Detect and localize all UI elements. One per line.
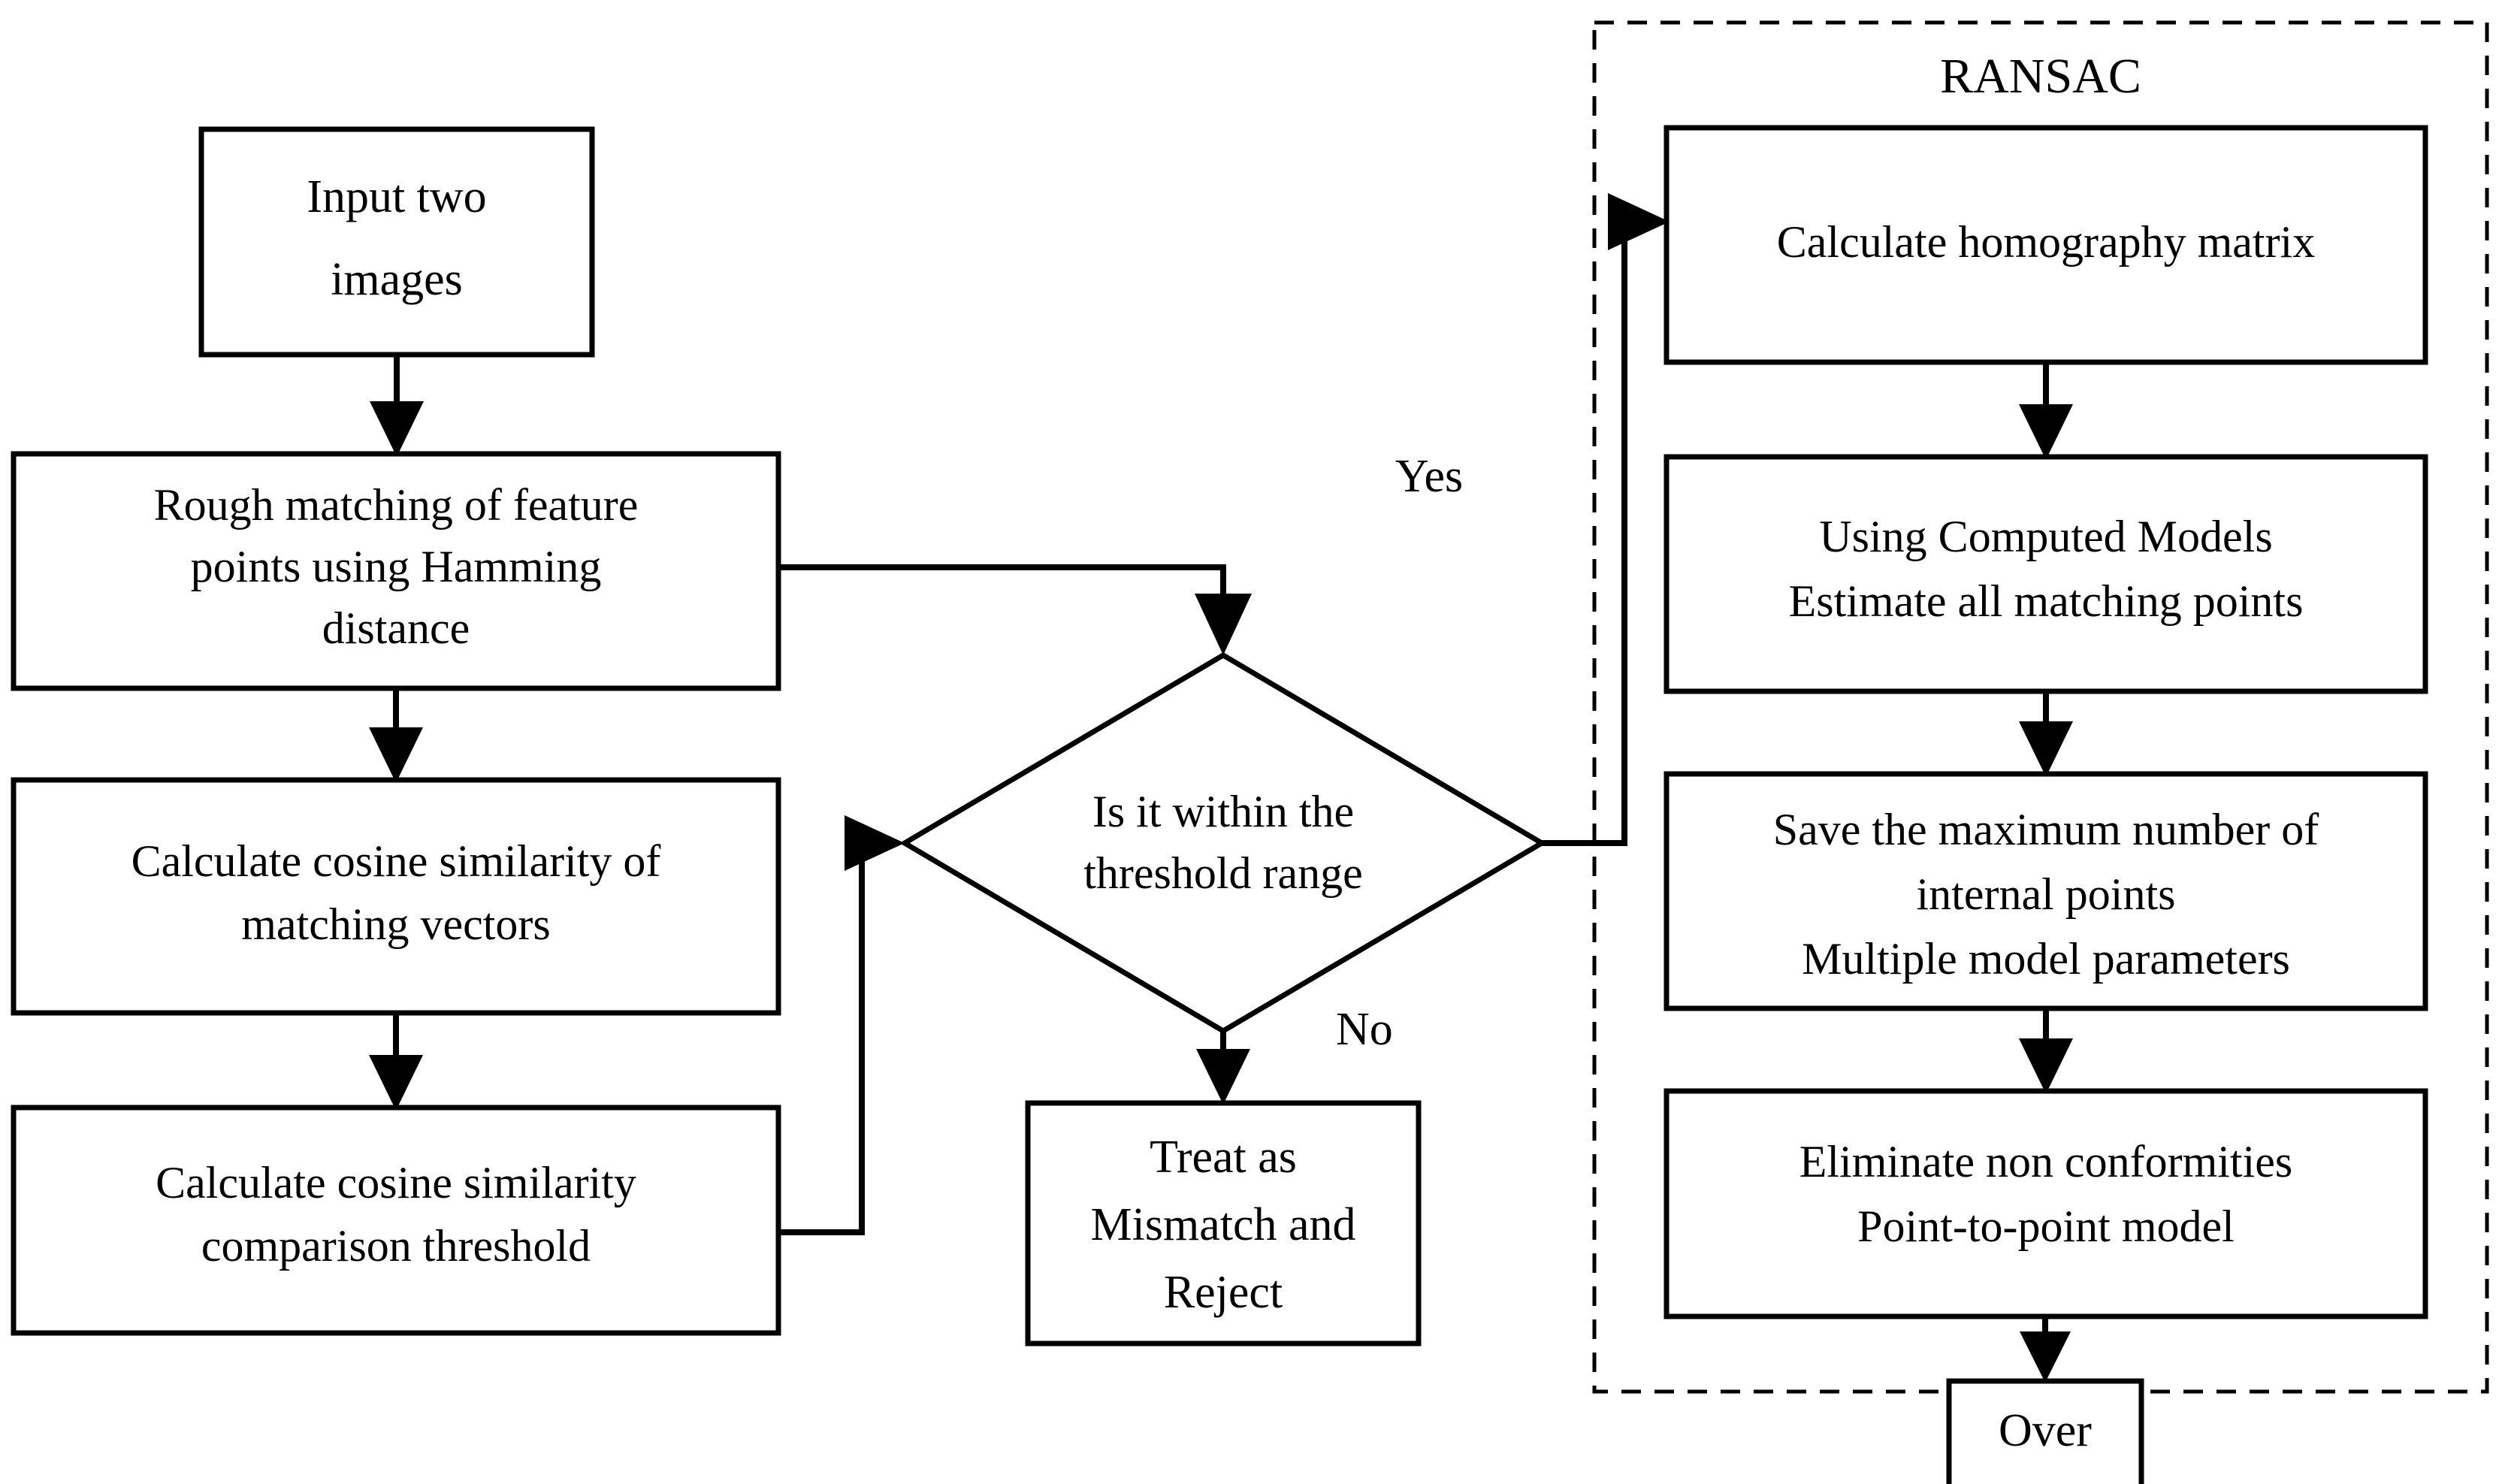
node-over-label: Over <box>1999 1405 2092 1456</box>
node-cosine-similarity-vectors[interactable] <box>11 777 781 1016</box>
arrow-head-rough-to-cosine-vectors <box>369 727 423 783</box>
node-mismatch-reject-line-0: Treat as <box>1150 1132 1297 1183</box>
node-input-images[interactable] <box>198 126 595 358</box>
node-rough-matching-line-2: distance <box>322 603 470 653</box>
node-input-images-line-1: images <box>331 254 463 305</box>
arrow-head-homography-to-estimate <box>2019 404 2073 460</box>
node-estimate-points[interactable] <box>1663 454 2428 694</box>
node-decision-threshold[interactable] <box>899 651 1547 1035</box>
node-decision-threshold-line-1: threshold range <box>1083 848 1363 898</box>
arrow-head-rough-to-decision <box>1195 594 1252 655</box>
node-mismatch-reject[interactable] <box>1025 1100 1422 1346</box>
arrow-head-estimate-to-save <box>2019 721 2073 777</box>
node-cosine-similarity-vectors-line-0: Calculate cosine similarity of <box>131 836 661 886</box>
node-save-internal-points-line-0: Save the maximum number of <box>1773 805 2319 854</box>
edge-label-no: No <box>1336 1004 1393 1055</box>
node-cosine-similarity-threshold[interactable] <box>11 1105 781 1336</box>
node-cosine-similarity-vectors-line-1: matching vectors <box>241 899 551 949</box>
arrow-head-decision-yes-to-homography <box>1608 193 1670 250</box>
ransac-group-title: RANSAC <box>1940 49 2141 104</box>
node-save-internal-points-line-1: internal points <box>1917 869 2176 919</box>
arrow-head-save-to-eliminate <box>2019 1038 2073 1094</box>
node-eliminate-nonconformities-line-1: Point-to-point model <box>1857 1201 2235 1251</box>
node-homography[interactable] <box>1663 125 2428 365</box>
node-cosine-similarity-threshold-line-1: comparison threshold <box>201 1221 591 1271</box>
node-eliminate-nonconformities-line-0: Eliminate non conformities <box>1799 1137 2293 1186</box>
arrow-head-threshold-to-decision <box>845 815 905 871</box>
node-mismatch-reject-line-2: Reject <box>1164 1267 1283 1318</box>
node-save-internal-points-line-2: Multiple model parameters <box>1802 934 2290 984</box>
arrow-head-eliminate-to-over <box>2020 1331 2071 1383</box>
edge-rough-to-decision <box>778 564 1226 610</box>
arrow-head-input-to-rough-matching <box>370 401 424 457</box>
node-cosine-similarity-threshold-line-0: Calculate cosine similarity <box>156 1158 636 1207</box>
node-rough-matching-line-1: points using Hamming <box>191 542 602 591</box>
node-homography-line-0: Calculate homography matrix <box>1777 217 2315 267</box>
arrow-head-cosine-vectors-to-threshold <box>369 1055 423 1111</box>
edge-label-yes: Yes <box>1395 451 1463 502</box>
node-rough-matching-line-0: Rough matching of feature <box>154 480 639 530</box>
arrow-head-decision-no-to-mismatch <box>1196 1049 1250 1105</box>
node-mismatch-reject-line-1: Mismatch and <box>1091 1199 1356 1250</box>
edge-threshold-to-decision <box>778 840 865 1235</box>
node-decision-threshold-line-0: Is it within the <box>1092 787 1354 836</box>
node-input-images-line-0: Input two <box>307 171 486 222</box>
node-estimate-points-line-0: Using Computed Models <box>1819 512 2272 561</box>
node-estimate-points-line-1: Estimate all matching points <box>1789 576 2304 626</box>
edge-decision-yes-to-homography <box>1542 219 1627 846</box>
ransac-group-frame <box>1592 20 2489 1394</box>
